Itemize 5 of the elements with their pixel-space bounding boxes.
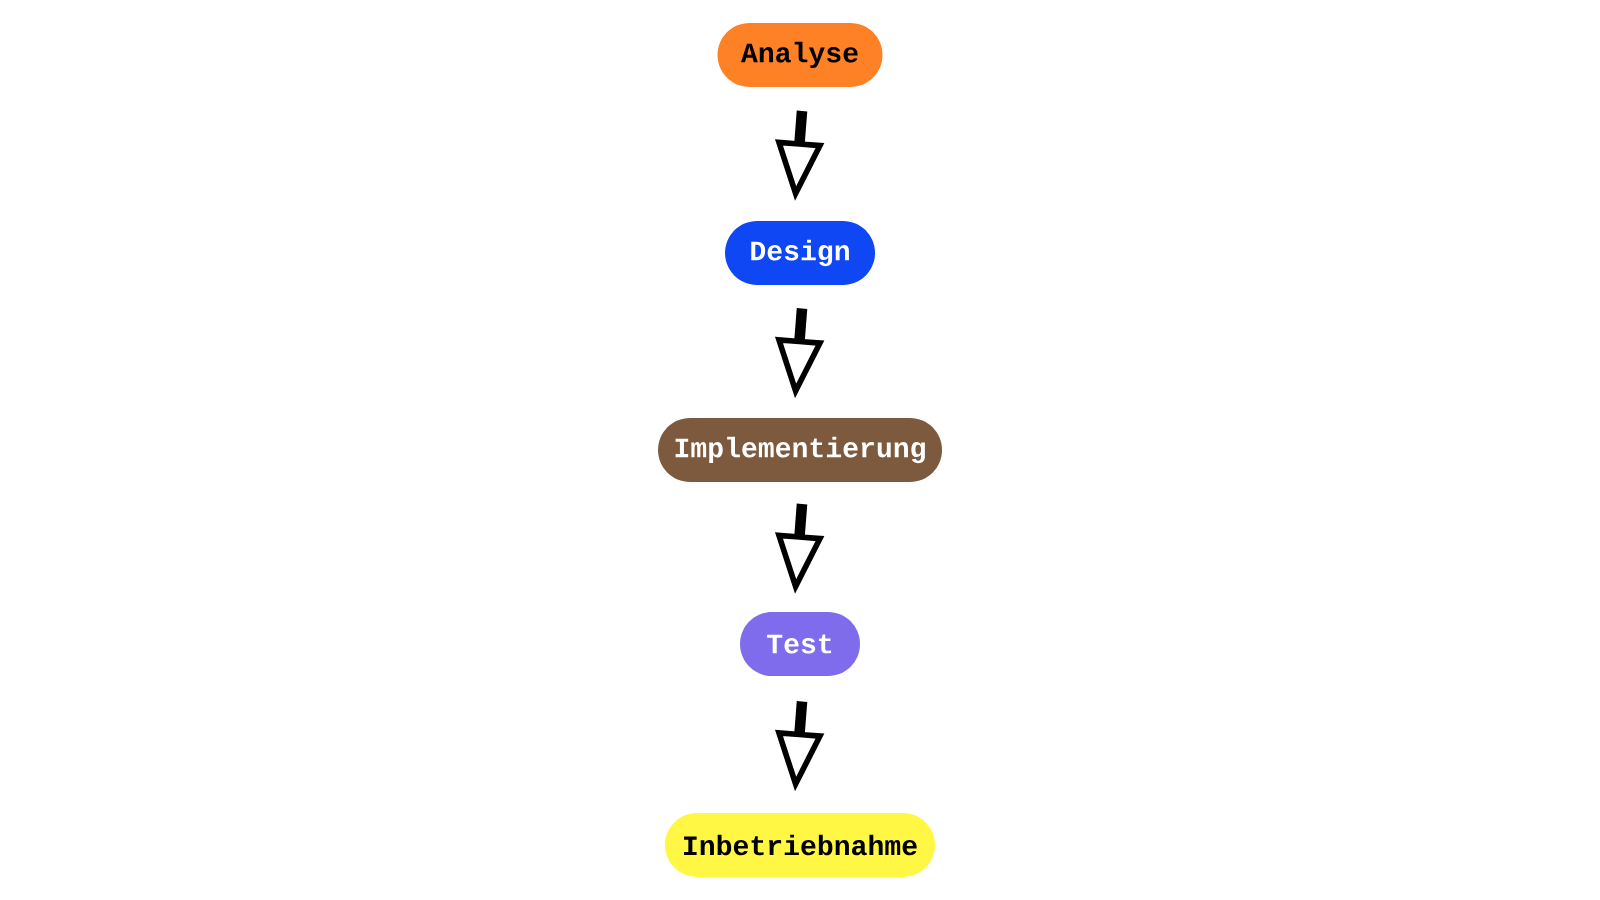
stage-pill: Implementierung: [658, 418, 942, 482]
stage-pill: Inbetriebnahme: [665, 813, 935, 877]
stage-pill: Analyse: [717, 23, 883, 87]
stage-pill: Test: [740, 612, 860, 676]
stage-pill: Design: [725, 221, 875, 285]
